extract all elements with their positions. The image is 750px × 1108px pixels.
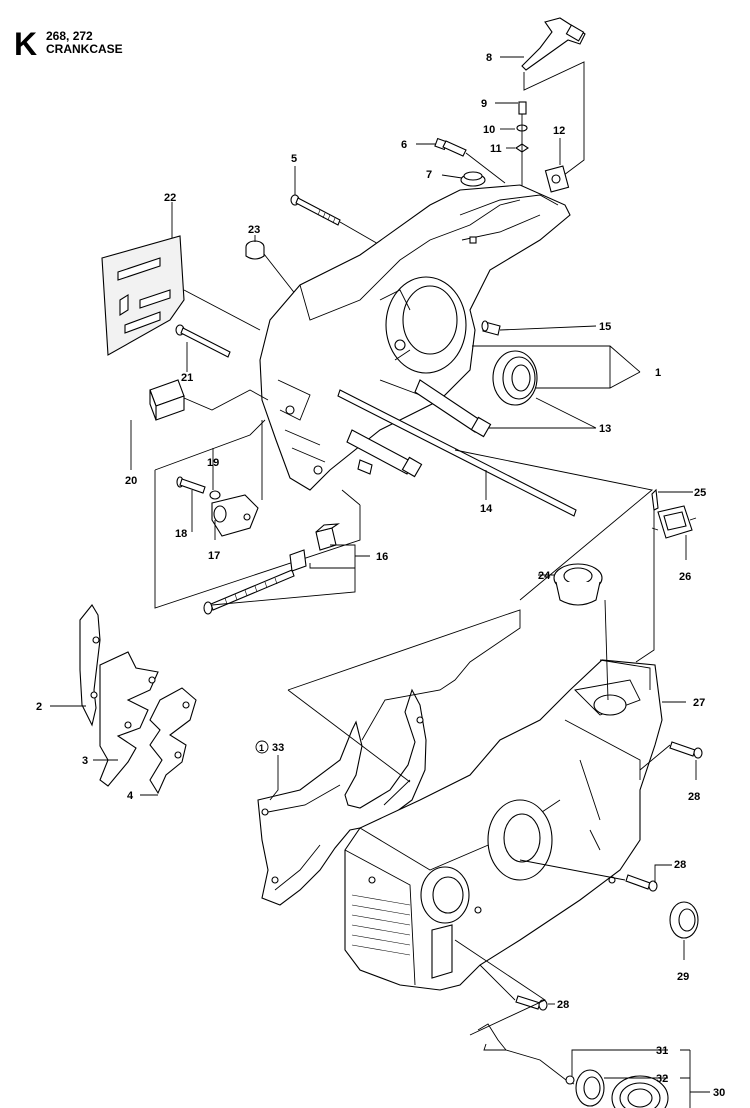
part-28-screw-b — [625, 874, 658, 892]
part-28-screw-c — [515, 995, 548, 1011]
callout-3: 3 — [82, 755, 88, 767]
part-3-spike — [99, 651, 159, 787]
part-4-spike — [149, 687, 197, 795]
section-title: CRANKCASE — [46, 42, 123, 56]
callout-13: 13 — [599, 423, 611, 435]
part-16-adjuster — [203, 523, 341, 615]
callout-32: 32 — [656, 1073, 668, 1085]
part-5-bolt — [290, 194, 341, 226]
callout-29: 29 — [677, 971, 689, 983]
callout-18: 18 — [175, 528, 187, 540]
part-2-plate — [79, 604, 101, 727]
callout-10: 10 — [483, 124, 495, 136]
callout-14: 14 — [480, 503, 493, 515]
part-26-switch — [651, 505, 697, 539]
callout-5: 5 — [291, 153, 297, 165]
callout-24: 24 — [538, 570, 551, 582]
part-31-spring — [477, 1023, 575, 1085]
callout-20: 20 — [125, 475, 137, 487]
part-12-bushing — [544, 165, 570, 193]
callout-33: 33 — [272, 742, 284, 754]
callout-21: 21 — [181, 372, 193, 384]
callout-16: 16 — [376, 551, 388, 563]
callout-25: 25 — [694, 487, 706, 499]
callout-labels: 8 9 10 11 12 6 7 5 22 23 21 20 15 1 13 1… — [36, 52, 725, 1099]
part-17-bracket — [211, 494, 259, 537]
part-8-lever — [521, 17, 586, 71]
callout-22: 22 — [164, 192, 176, 204]
leader-lines — [50, 56, 710, 1108]
callout-31: 31 — [656, 1045, 668, 1057]
callout-23: 23 — [248, 224, 260, 236]
part-13-bearing — [492, 350, 538, 406]
callout-2: 2 — [36, 701, 42, 713]
callout-28-b: 28 — [674, 859, 686, 871]
callout-28-c: 28 — [557, 999, 569, 1011]
callout-8: 8 — [486, 52, 492, 64]
part-29-seal — [669, 901, 699, 939]
part-22-plate — [101, 235, 185, 356]
callout-4: 4 — [127, 790, 134, 802]
callout-28-a: 28 — [688, 791, 700, 803]
callout-9: 9 — [481, 98, 487, 110]
section-letter: K — [14, 26, 38, 62]
part-20-block — [149, 379, 185, 421]
part-24-boot — [553, 563, 603, 606]
callout-6: 6 — [401, 139, 407, 151]
part-32-seal — [575, 1069, 605, 1107]
part-9-screw — [518, 101, 527, 115]
part-33-gasket — [257, 688, 427, 906]
part-30-assembly — [611, 1075, 669, 1108]
part-25-screw — [651, 488, 659, 511]
model-numbers: 268, 272 — [46, 29, 93, 43]
part-27-crankcase-lower — [344, 659, 663, 991]
part-28-screw-a — [669, 741, 703, 759]
part-7-grommet — [460, 171, 486, 187]
part-23-sleeve — [245, 240, 265, 260]
callout-27: 27 — [693, 697, 705, 709]
part-1-crankcase-upper — [259, 184, 571, 491]
part-14-rod — [337, 389, 577, 517]
callout-17: 17 — [208, 550, 220, 562]
callout-12: 12 — [553, 125, 565, 137]
kit-symbol: 1 — [255, 740, 269, 754]
part-18-screw — [176, 476, 206, 494]
callout-19: 19 — [207, 457, 219, 469]
callout-26: 26 — [679, 571, 691, 583]
part-21-bolt — [175, 324, 231, 358]
part-6-screw — [434, 137, 467, 157]
callout-30: 30 — [713, 1087, 725, 1099]
callout-15: 15 — [599, 321, 611, 333]
callout-7: 7 — [426, 169, 432, 181]
part-15-pin — [481, 320, 501, 336]
callout-1: 1 — [655, 367, 661, 379]
stud-bolts — [346, 379, 492, 478]
callout-11: 11 — [490, 143, 502, 155]
svg-text:1: 1 — [259, 743, 264, 753]
part-19-washer — [209, 490, 221, 500]
